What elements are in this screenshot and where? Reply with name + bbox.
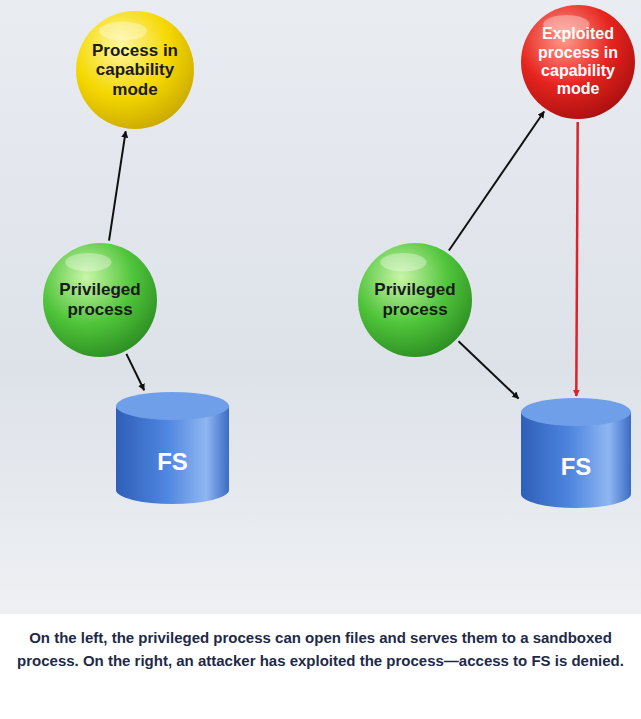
filesystem-cylinder: FS (520, 398, 632, 508)
arrow-connector (449, 112, 544, 251)
node-label: Privileged process (50, 280, 150, 319)
privileged-process-sphere: Privileged process (357, 242, 473, 358)
arrow-connector (576, 122, 577, 396)
exploited-process-sphere: Exploited process in capability mode (520, 4, 636, 120)
arrow-connector (126, 354, 144, 390)
background-panel (0, 0, 641, 614)
arrow-connector (458, 341, 518, 398)
cylinder-shape (115, 392, 230, 504)
sandboxed-process-sphere: Process in capability mode (75, 10, 195, 130)
node-label: Exploited process in capability mode (530, 25, 626, 99)
node-label: FS (561, 453, 592, 481)
arrow-connector (109, 131, 126, 240)
privileged-process-sphere: Privileged process (42, 242, 158, 358)
node-label: FS (157, 448, 188, 476)
cylinder-shape (520, 398, 632, 508)
node-label: Privileged process (365, 280, 465, 319)
node-label: Process in capability mode (85, 41, 185, 100)
filesystem-cylinder: FS (115, 392, 230, 504)
figure-caption: On the left, the privileged process can … (10, 626, 631, 672)
